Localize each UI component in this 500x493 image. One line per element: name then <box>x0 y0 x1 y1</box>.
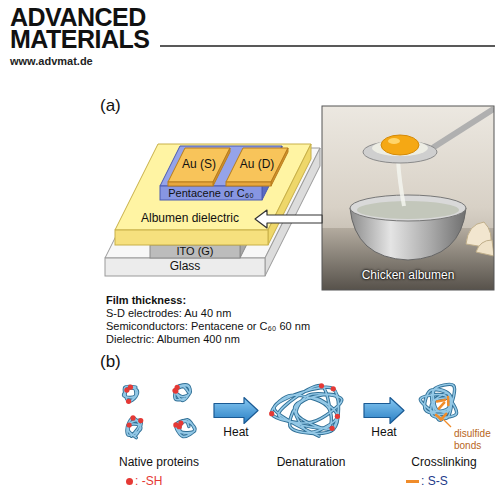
note-line: Semiconductors: Pentacene or C₆₀ 60 nm <box>106 320 310 333</box>
photo-panel: Chicken albumen <box>322 106 494 290</box>
thiol-dot <box>178 421 183 426</box>
legend-entry: : -SH <box>126 474 162 488</box>
arrow-label: Heat <box>369 425 398 439</box>
disulfide-bond <box>436 415 441 419</box>
yolk-highlight <box>388 138 400 144</box>
block-arrow <box>255 210 322 228</box>
note-line: S-D electrodes: Au 40 nm <box>106 307 231 320</box>
albumen-stream <box>398 160 404 206</box>
bowl-rim <box>350 195 466 221</box>
drain-electrode-front <box>226 182 271 186</box>
spoon-handle <box>434 110 492 147</box>
thiol-dot <box>329 426 334 431</box>
disulfide-bond <box>439 403 444 409</box>
node-text: Au (D) <box>240 158 275 172</box>
protein-chain <box>272 386 342 437</box>
protein-chain-highlight <box>176 420 195 437</box>
legend-swatch <box>406 480 419 483</box>
protein-chain-highlight <box>420 384 456 420</box>
thiol-dot <box>138 418 143 423</box>
disulfide-bond <box>437 400 445 402</box>
protein-illustrations <box>124 383 457 438</box>
glass-front <box>105 258 265 276</box>
stage-panel: Crosslinking <box>404 374 484 470</box>
protein-chain <box>176 420 195 437</box>
leader-line <box>443 419 451 427</box>
node-text: Chicken albumen <box>362 269 455 283</box>
node-text: Crosslinking <box>411 456 476 470</box>
electrode-label: Au (S) <box>178 158 220 172</box>
node-text: Pentacene or C₆₀ <box>168 187 253 200</box>
block-arrow <box>364 397 404 423</box>
journal-url: www.advmat.de <box>10 55 93 68</box>
dielectric-layer: Albumen dielectric <box>125 211 255 227</box>
note-line: Dielectric: Albumen 400 nm <box>106 333 240 346</box>
node-text: ITO (G) <box>176 245 213 258</box>
albumen-photo <box>322 106 494 290</box>
thiol-dot <box>173 388 178 393</box>
egg-yolk <box>381 135 419 155</box>
stage-panel: Native proteins <box>104 374 214 470</box>
arrow-label: Heat <box>221 425 250 439</box>
drain-electrode-top <box>226 148 288 182</box>
legend-text: : S-S <box>421 474 448 488</box>
thiol-dot <box>124 387 129 392</box>
photo-background <box>322 106 494 290</box>
thiol-dot <box>126 399 131 404</box>
thiol-dot <box>269 411 274 416</box>
legend-swatch <box>126 478 133 485</box>
thiol-dot <box>127 422 132 427</box>
journal-masthead: ADVANCED MATERIALS <box>10 6 160 50</box>
node-text: Albumen dielectric <box>141 212 239 226</box>
electrode-label: Au (D) <box>236 158 278 172</box>
device-schematic <box>105 144 320 276</box>
thiol-dot <box>130 415 135 420</box>
protein-chain <box>420 384 456 420</box>
stage-panel: Denaturation <box>258 374 364 470</box>
panel-letter: (b) <box>100 352 121 372</box>
node-text: Denaturation <box>277 456 346 470</box>
node-text: Glass <box>170 260 201 274</box>
dielectric-front <box>115 230 268 245</box>
legend-text: : -SH <box>135 474 162 488</box>
gate-layer: ITO (G) <box>150 245 240 258</box>
panel-letter: (a) <box>100 96 121 116</box>
bowl-albumen <box>357 201 459 219</box>
semiconductor-layer: Pentacene or C₆₀ <box>160 186 262 200</box>
eggshell <box>476 240 494 256</box>
callout-label: disulfide bonds <box>454 428 494 451</box>
thiol-dot <box>173 422 178 427</box>
block-arrow <box>214 397 258 423</box>
ito-front <box>150 245 240 258</box>
node-text: Native proteins <box>119 456 199 470</box>
semiconductor-front <box>160 186 262 200</box>
header-rule <box>160 45 495 47</box>
thiol-dot <box>331 386 336 391</box>
thiol-dot <box>172 388 177 393</box>
photo-frame <box>322 106 494 290</box>
note-heading: Film thickness: <box>106 294 186 307</box>
node-text: Au (S) <box>182 158 216 172</box>
thiol-dot <box>319 383 324 388</box>
legend-entry: : S-S <box>406 474 448 488</box>
substrate-layer: Glass <box>105 258 265 276</box>
source-electrode-front <box>168 182 213 186</box>
thiol-dot <box>335 414 340 419</box>
source-electrode-top <box>168 148 230 182</box>
protein-chain-highlight <box>272 386 342 437</box>
disulfide-bond <box>447 397 450 405</box>
